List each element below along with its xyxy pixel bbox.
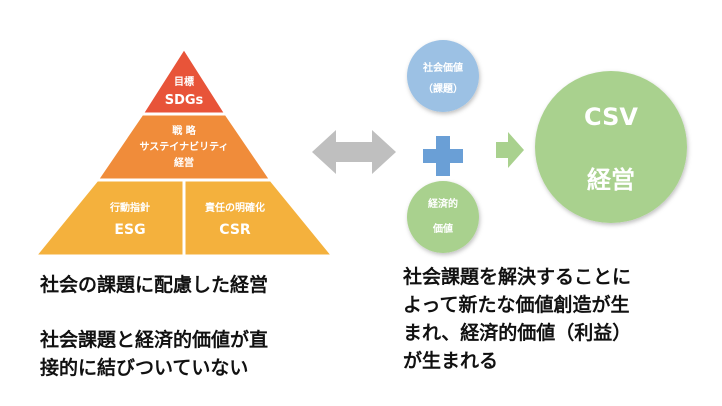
economic-value-label-1: 経済的 [428, 197, 458, 210]
economic-value-circle: 経済的 価値 [407, 181, 479, 253]
social-value-label-1: 社会価値 [422, 61, 463, 74]
right-caption-line: よって新たな価値創造が生 [403, 294, 630, 316]
social-value-label-2: （課題） [423, 82, 463, 95]
right-caption-line: 社会課題を解決することに [403, 266, 632, 288]
social-value-circle: 社会価値 （課題） [407, 40, 479, 112]
arrow-right-icon [496, 132, 524, 168]
pyramid-tier-bottom-right [182, 178, 337, 258]
esg-tier-label-2: ESG [114, 222, 145, 238]
left-caption-body: 社会課題と経済的価値が直 接的に結びついていない [40, 326, 340, 382]
left-caption-line: 接的に結びついていない [40, 357, 249, 379]
left-caption-title: 社会の課題に配慮した経営 [40, 274, 269, 296]
middle-tier-label-3: 経営 [174, 156, 194, 169]
esg-tier-label-1: 行動指針 [109, 201, 150, 214]
pyramid-tier-bottom-left [31, 178, 186, 258]
top-tier-label-1: 目標 [174, 75, 194, 88]
right-caption-line: が生まれる [403, 350, 499, 372]
csv-label-2: 経営 [587, 166, 635, 194]
csr-tier-label-1: 責任の明確化 [205, 201, 265, 214]
double-arrow-icon [312, 130, 396, 174]
middle-tier-label-1: 戦 略 [172, 124, 196, 137]
pyramid: 目標 SDGs 戦 略 サステイナビリティ 経営 行動指針 ESG 責任の明確化… [31, 45, 337, 258]
middle-tier-label-2: サステイナビリティ [140, 140, 229, 153]
plus-icon [423, 136, 463, 176]
top-tier-label-2: SDGs [165, 93, 204, 108]
csv-circle: CSV 経営 [535, 71, 687, 223]
csr-tier-label-2: CSR [219, 222, 251, 238]
right-caption-line: まれ、経済的価値（利益） [403, 322, 632, 344]
csv-label-1: CSV [584, 103, 638, 131]
right-caption-body: 社会課題を解決することに よって新たな価値創造が生 まれ、経済的価値（利益） が… [403, 263, 703, 375]
economic-value-label-2: 価値 [432, 222, 453, 235]
left-caption-line: 社会課題と経済的価値が直 [40, 329, 269, 351]
